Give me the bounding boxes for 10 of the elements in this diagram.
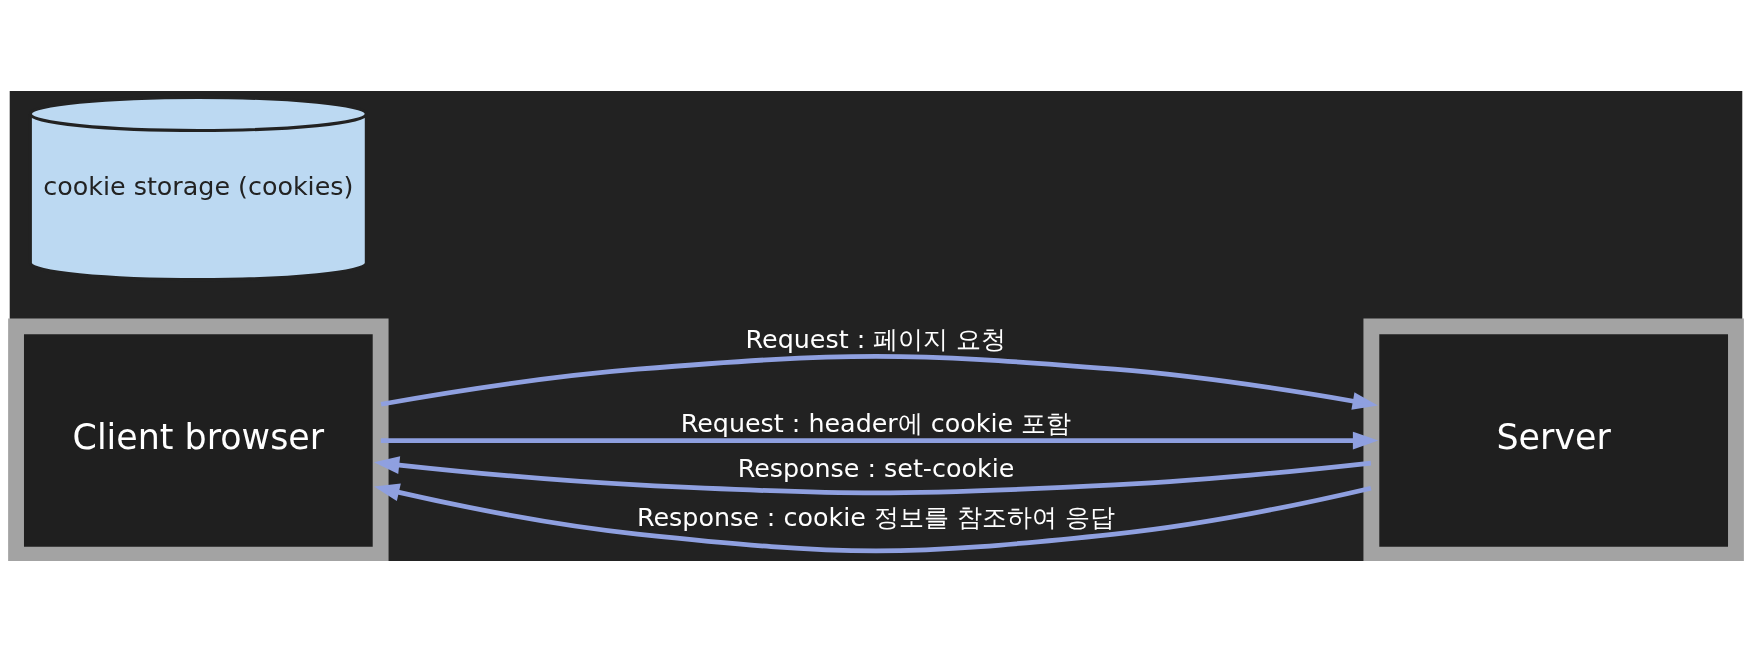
- node-box: Client browser: [8, 318, 389, 561]
- edge-label: Response : cookie 정보를 참조하여 응답: [637, 501, 1115, 532]
- arrow: [380, 354, 1378, 410]
- edge-label: Response : set-cookie: [737, 452, 1015, 483]
- edge-label: Request : 페이지 요청: [745, 324, 1007, 355]
- node-box: Server: [1363, 318, 1744, 561]
- arrow: [380, 431, 1379, 450]
- arrow: [374, 483, 1372, 554]
- arrow: [373, 456, 1372, 496]
- edge-label: Request : header에 cookie 포함: [680, 408, 1072, 439]
